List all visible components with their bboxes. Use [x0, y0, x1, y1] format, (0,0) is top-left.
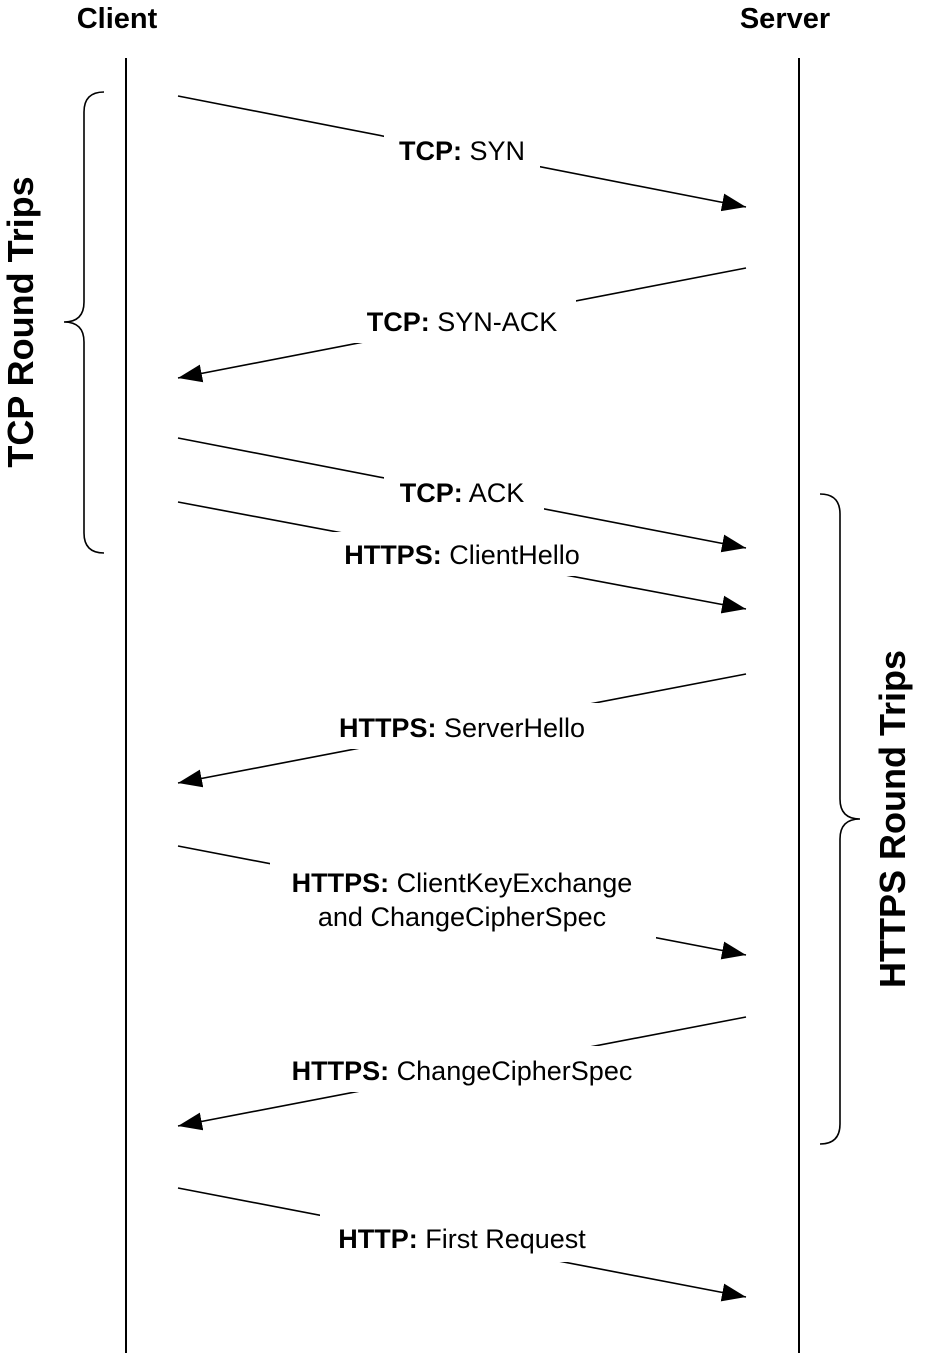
message-tcp-ack: TCP: ACK: [177, 437, 747, 553]
https-brace: [819, 493, 861, 1145]
message-label: HTTPS: ClientKeyExchange: [292, 868, 633, 898]
message-https-serverhello: HTTPS: ServerHello: [177, 673, 747, 788]
client-header: Client: [77, 3, 158, 35]
message-https-clienthello: HTTPS: ClientHello: [177, 501, 747, 614]
message-label: HTTPS: ChangeCipherSpec: [292, 1056, 633, 1086]
message-label: TCP: SYN-ACK: [367, 307, 558, 337]
message-label: TCP: ACK: [400, 478, 525, 508]
tcp-round-trips-label: TCP Round Trips: [0, 176, 41, 467]
message-label: TCP: SYN: [399, 136, 525, 166]
tcp-brace: [63, 91, 105, 554]
https-round-trips-label: HTTPS Round Trips: [872, 650, 913, 988]
message-https-clientkeyexchange: HTTPS: ClientKeyExchange and ChangeCiphe…: [177, 845, 747, 960]
message-tcp-syn: TCP: SYN: [177, 95, 747, 212]
message-label: HTTPS: ServerHello: [339, 713, 585, 743]
server-header: Server: [740, 3, 830, 35]
message-label: HTTP: First Request: [338, 1224, 586, 1254]
message-tcp-syn-ack: TCP: SYN-ACK: [177, 267, 747, 383]
message-https-changecipherspec: HTTPS: ChangeCipherSpec: [177, 1016, 747, 1131]
message-label: HTTPS: ClientHello: [344, 540, 580, 570]
message-http-first-request: HTTP: First Request: [177, 1187, 747, 1302]
message-label-line2: and ChangeCipherSpec: [318, 902, 606, 932]
